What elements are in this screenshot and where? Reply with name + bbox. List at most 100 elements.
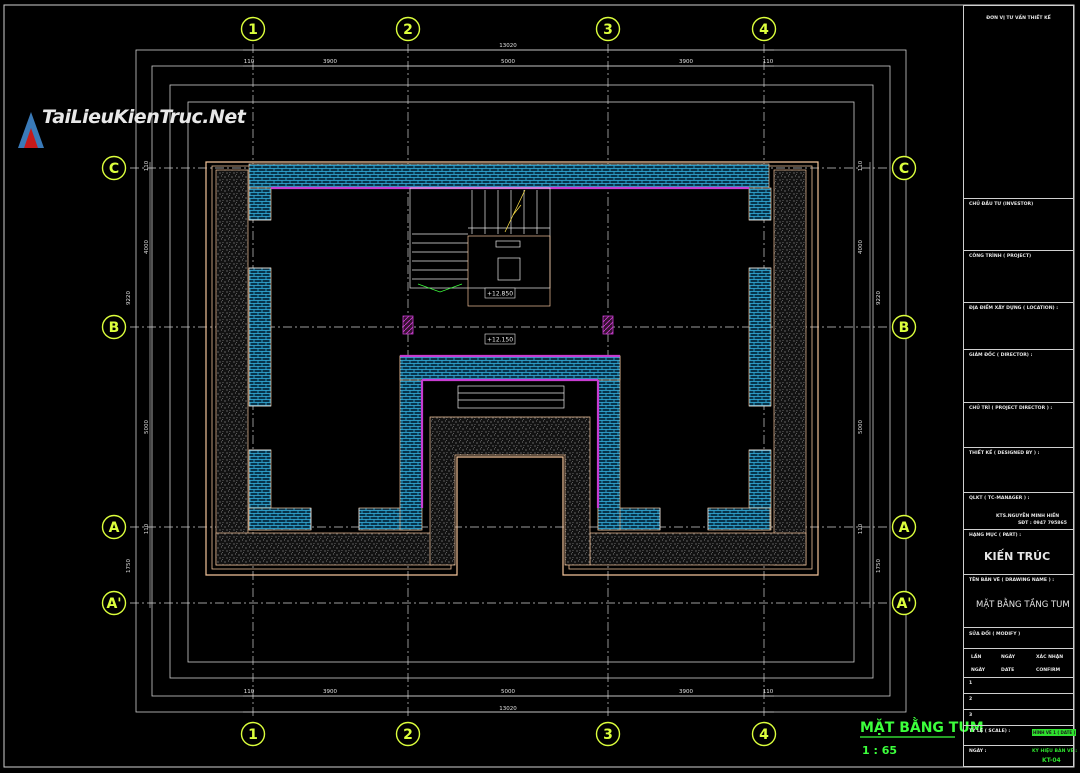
dim-top-seg-5: 110 — [763, 59, 774, 65]
tb-investor: CHỦ ĐẦU TƯ (INVESTOR) — [969, 202, 1034, 207]
stair — [409, 187, 565, 409]
dim-bottom-seg-4: 3900 — [679, 689, 693, 695]
elevation-tags: +12.850 +12.150 — [484, 287, 516, 345]
grid-bubble-col-1-top: 1 — [240, 16, 266, 42]
grid-bubble-row-b-right: B — [891, 314, 917, 340]
tb-rev-row-1: 1 — [969, 681, 973, 686]
title-block: ĐƠN VỊ TƯ VẤN THIẾT KẾ CHỦ ĐẦU TƯ (INVES… — [963, 5, 1078, 767]
dim-bottom-seg-2: 3900 — [323, 689, 337, 695]
dim-right-seg-2: 4000 — [858, 240, 864, 254]
grid-bubble-col-2-bottom: 2 — [395, 721, 421, 747]
dim-right-seg-1: 110 — [858, 160, 864, 171]
dimension-lines — [149, 49, 871, 713]
tb-manager-phone: SĐT : 0947 795865 — [1018, 521, 1067, 526]
wall-jogs — [249, 219, 771, 530]
grid-bubble-row-b-left: B — [101, 314, 127, 340]
dim-left-extra: 1750 — [126, 559, 132, 573]
dim-top-seg-3: 5000 — [501, 59, 515, 65]
svg-text:1: 1 — [248, 727, 258, 743]
tb-part-label: HẠNG MỤC ( PART) : — [969, 533, 1022, 538]
svg-text:4: 4 — [759, 22, 769, 38]
grid-bubble-col-4-bottom: 4 — [751, 721, 777, 747]
tb-drawing-name-label: TÊN BẢN VẼ ( DRAWING NAME ) : — [969, 578, 1055, 583]
dim-left-seg-4: 110 — [144, 523, 150, 534]
svg-text:B: B — [109, 320, 120, 336]
tb-company: ĐƠN VỊ TƯ VẤN THIẾT KẾ — [986, 16, 1051, 21]
grid-bubble-row-c-right: C — [891, 155, 917, 181]
tb-director: GIÁM ĐỐC ( DIRECTOR) : — [969, 353, 1033, 358]
svg-text:2: 2 — [403, 22, 413, 38]
dim-top-seg-4: 3900 — [679, 59, 693, 65]
tb-rev-col-3b: CONFIRM — [1036, 668, 1061, 673]
grid-bubble-row-a-prime-left: A' — [101, 590, 127, 616]
dim-right-seg-3: 5000 — [858, 420, 864, 434]
logo-mark-icon — [18, 112, 44, 148]
tb-rev-row-3: 3 — [969, 713, 973, 718]
tb-rev-col-1b: NGÀY — [971, 668, 986, 673]
svg-text:A': A' — [896, 596, 911, 612]
logo-ext-text: .Net — [202, 106, 246, 128]
logo-main-text: TaiLieuKienTruc — [42, 106, 203, 128]
dim-bottom-overall: 13020 — [499, 706, 517, 712]
tb-scale-label: TỶ LỆ ( SCALE) : — [969, 729, 1011, 734]
grid-bubble-col-3-top: 3 — [595, 16, 621, 42]
grid-bubble-col-4-top: 4 — [751, 16, 777, 42]
tb-rev-col-2: NGÀY — [1001, 655, 1016, 660]
drawing-title: MẶT BẰNG TUM — [860, 717, 984, 736]
dim-top-seg-2: 3900 — [323, 59, 337, 65]
dim-right-overall: 9220 — [876, 291, 882, 305]
tb-revision: SỬA ĐỔI ( MODIFY ) — [969, 632, 1021, 637]
dim-top-seg-1: 110 — [244, 59, 255, 65]
gravel-fill — [215, 169, 807, 566]
dim-bottom-seg-3: 5000 — [501, 689, 515, 695]
dim-right-extra: 1750 — [876, 559, 882, 573]
drawing-scale: 1 : 65 — [862, 744, 897, 757]
grid-bubble-col-3-bottom: 3 — [595, 721, 621, 747]
dim-bottom-seg-1: 110 — [244, 689, 255, 695]
columns — [402, 315, 614, 335]
dim-top-overall: 13020 — [499, 43, 517, 49]
svg-text:2: 2 — [403, 727, 413, 743]
tb-sheet-no: KT-04 — [1042, 757, 1061, 764]
tb-rev-col-2b: DATE — [1001, 668, 1015, 673]
dim-bottom-seg-5: 110 — [763, 689, 774, 695]
grid-bubble-row-a-right: A — [891, 514, 917, 540]
tb-rev-col-1: LẦN — [971, 655, 982, 660]
svg-text:C: C — [899, 161, 909, 177]
dimension-labels: 13020 110 3900 5000 3900 110 110 3900 50… — [126, 43, 882, 712]
tb-manager-name: KTS.NGUYỄN MINH HIẾN — [996, 514, 1060, 519]
dim-right-seg-4: 110 — [858, 523, 864, 534]
tb-manager: QLKT ( TC-MANAGER ) : — [969, 496, 1030, 501]
grid-bubbles: 1 2 3 4 1 2 3 4 C B A A' C B A A' — [101, 16, 917, 747]
tb-scale-box: HÌNH VẼ 1 ( DATE ) — [1032, 729, 1077, 736]
grid-bubble-row-a-prime-right: A' — [891, 590, 917, 616]
svg-text:A: A — [109, 520, 120, 536]
tb-date-label: NGÀY : — [969, 749, 987, 754]
grid-bubble-row-a-left: A — [101, 514, 127, 540]
elevation-tag-lower: +12.150 — [487, 337, 513, 344]
walls — [248, 163, 772, 531]
svg-text:3: 3 — [603, 727, 613, 743]
dim-left-overall: 9220 — [126, 291, 132, 305]
tb-location: ĐỊA ĐIỂM XÂY DỰNG ( LOCATION) : — [969, 306, 1059, 311]
svg-text:A: A — [899, 520, 910, 536]
site-logo: TaiLieuKienTruc.Net — [42, 106, 246, 128]
dim-left-seg-2: 4000 — [144, 240, 150, 254]
tb-drawing-name-value: MẶT BẰNG TẦNG TUM — [976, 600, 1070, 610]
dim-left-seg-1: 110 — [144, 160, 150, 171]
grid-bubble-col-2-top: 2 — [395, 16, 421, 42]
tb-designer: THIẾT KẾ ( DESIGNED BY ) : — [969, 451, 1040, 456]
sheet-border — [3, 4, 1075, 768]
tb-project-director: CHỦ TRÌ ( PROJECT DIRECTOR ) : — [969, 406, 1053, 411]
tb-rev-col-3: XÁC NHẬN — [1036, 655, 1064, 660]
tb-part-value: KIẾN TRÚC — [984, 550, 1051, 563]
svg-text:B: B — [899, 320, 910, 336]
grid-bubble-col-1-bottom: 1 — [240, 721, 266, 747]
svg-text:C: C — [109, 161, 119, 177]
tb-sheet-label: KÝ HIỆU BẢN VẼ : — [1032, 749, 1078, 754]
svg-text:A': A' — [106, 596, 121, 612]
grid-bubble-row-c-left: C — [101, 155, 127, 181]
dim-left-seg-3: 5000 — [144, 420, 150, 434]
svg-text:3: 3 — [603, 22, 613, 38]
